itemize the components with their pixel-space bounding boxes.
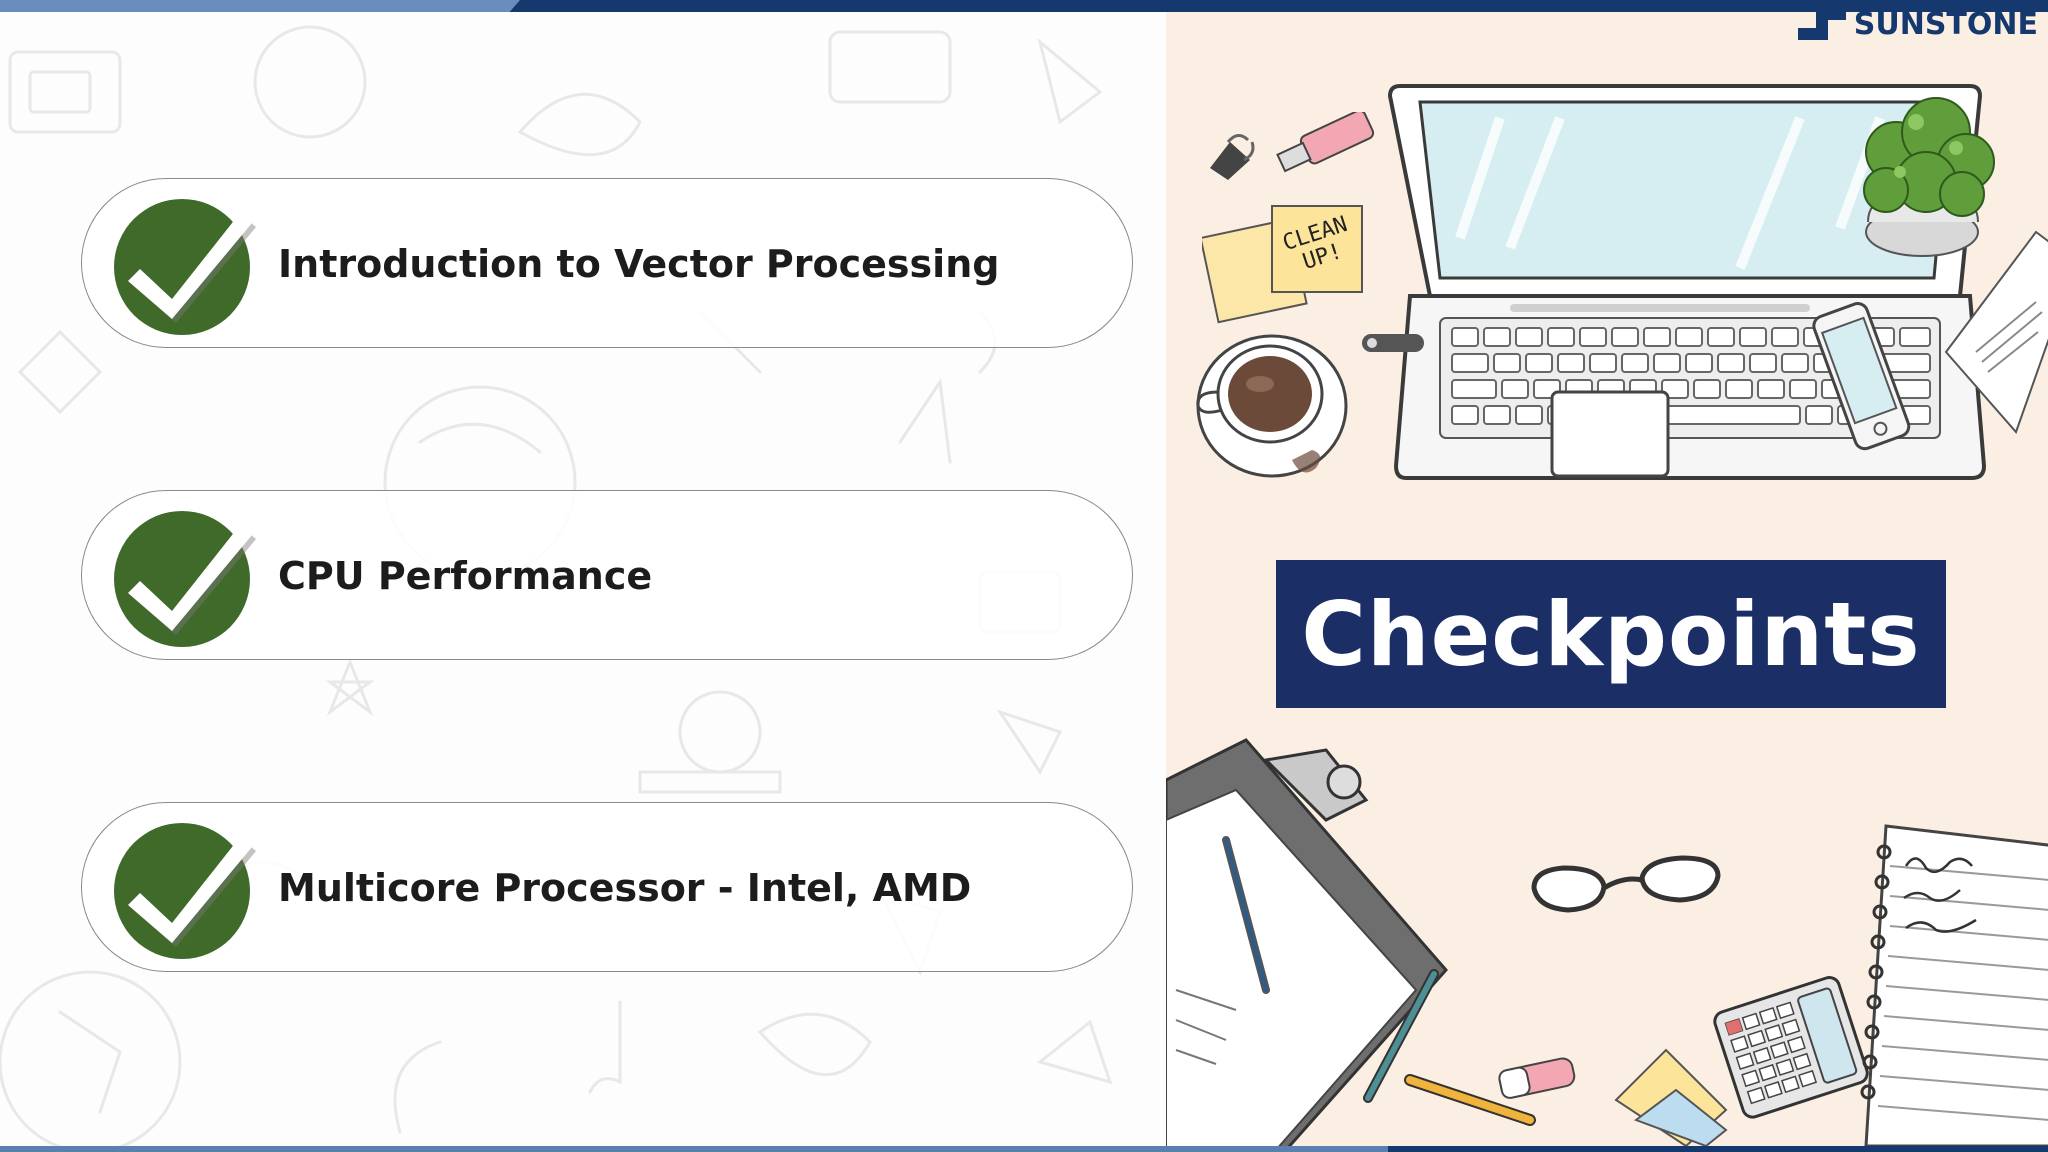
calculator-icon — [1713, 976, 1869, 1119]
sticky-note-stack-icon — [1614, 1048, 1728, 1146]
bottom-accent-bar-dark — [1388, 1146, 2048, 1152]
brand-logo: SUNSTONE — [1797, 6, 2038, 42]
checkpoint-item-2: CPU Performance — [81, 490, 1133, 660]
logo-text: SUNSTONE — [1853, 6, 2038, 42]
title-banner: Checkpoints — [1276, 560, 1946, 708]
top-accent-bar-light — [0, 0, 520, 12]
logo-mark-icon — [1797, 8, 1846, 40]
checkmark-icon — [114, 199, 256, 335]
trackpad — [1550, 390, 1670, 478]
eraser-icon — [1498, 1057, 1576, 1099]
phone-icon — [1812, 302, 1911, 451]
clipboard-icon — [1166, 738, 1448, 1146]
checkpoint-item-1: Introduction to Vector Processing — [81, 178, 1133, 348]
key-icon — [1362, 334, 1424, 352]
checkpoint-item-3: Multicore Processor - Intel, AMD — [81, 802, 1133, 972]
checkmark-icon — [114, 511, 256, 647]
laptop-icon — [1387, 84, 1987, 480]
page-title: Checkpoints — [1301, 582, 1921, 686]
glasses-icon — [1531, 855, 1721, 913]
paper-sheet-icon — [1944, 230, 2048, 434]
notebook-icon — [1860, 824, 2048, 1146]
checkpoint-label: CPU Performance — [278, 554, 653, 598]
binder-clip-icon — [1210, 134, 1255, 180]
pencil-icon — [1404, 1074, 1536, 1126]
pen-icon — [1363, 969, 1439, 1103]
plant-icon — [1863, 97, 1995, 257]
usb-drive-icon — [1276, 112, 1375, 173]
checkmark-icon — [114, 823, 256, 959]
coffee-cup-icon — [1196, 334, 1348, 478]
checkpoint-label: Introduction to Vector Processing — [278, 242, 1000, 286]
bottom-accent-bar — [0, 1146, 2048, 1152]
sticky-note-icon — [1202, 205, 1363, 324]
checkpoint-label: Multicore Processor - Intel, AMD — [278, 866, 972, 910]
